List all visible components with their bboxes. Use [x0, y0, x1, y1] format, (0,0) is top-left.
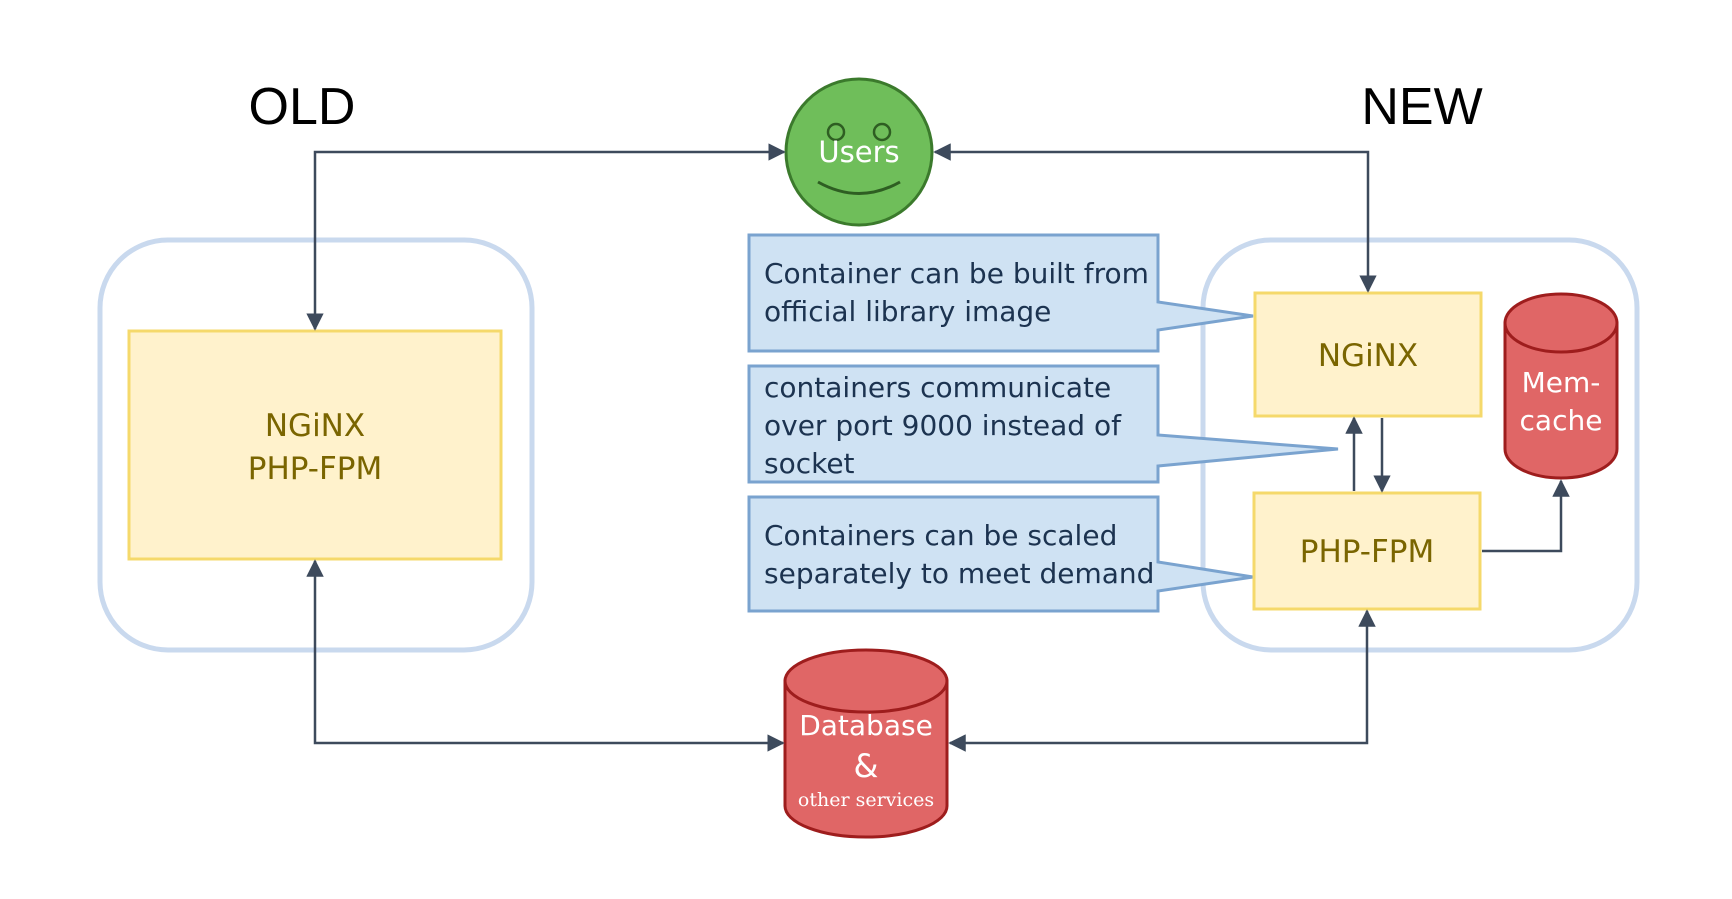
callout-3-shape	[747, 495, 1254, 613]
callout-2-line-2: over port 9000 instead of	[764, 409, 1122, 442]
new-phpfpm-box	[1252, 491, 1482, 611]
phpfpm-memcache-connector	[1482, 479, 1570, 553]
old-nginx-phpfpm-box	[127, 329, 503, 561]
new-phpfpm-label: PHP-FPM	[1300, 534, 1434, 570]
database-top	[783, 648, 949, 714]
old-users-connector	[306, 143, 786, 331]
database-label-line-1: Database	[799, 709, 933, 742]
callout-1-shape	[747, 233, 1254, 353]
users-node: Users	[784, 77, 934, 227]
callout-2-line-3: socket	[764, 447, 855, 480]
new-nginx-label: NGiNX	[1318, 338, 1418, 374]
callout-3-line-2: separately to meet demand	[764, 557, 1154, 590]
new-users-connector	[933, 143, 1377, 293]
users-label: Users	[818, 135, 899, 169]
callout-2-shape	[747, 364, 1339, 484]
database-label-line-2: &	[854, 747, 879, 785]
callout-1-line-1: Container can be built from	[764, 257, 1149, 290]
smiley-right-eye	[872, 122, 892, 142]
smiley-mouth	[817, 180, 901, 195]
database-label-line-3: other services	[798, 789, 934, 811]
memcache-label-line-1: Mem-	[1522, 366, 1601, 399]
callout-2-line-1: containers communicate	[764, 371, 1111, 404]
old-database-connector	[306, 559, 785, 752]
new-heading: NEW	[1361, 78, 1482, 136]
memcache-label-line-2: cache	[1520, 404, 1603, 437]
new-database-connector	[948, 609, 1376, 752]
callout-3-line-1: Containers can be scaled	[764, 519, 1117, 552]
memcache-body	[1503, 321, 1619, 480]
memcache-top	[1503, 292, 1619, 354]
old-heading: OLD	[249, 78, 356, 136]
callout-1-line-2: official library image	[764, 295, 1051, 328]
new-nginx-box	[1253, 291, 1483, 418]
database-cylinder: Database & other services	[783, 648, 949, 839]
database-body	[783, 679, 949, 839]
smiley-left-eye	[826, 122, 846, 142]
smiley-face-icon	[784, 77, 934, 227]
old-box-label-nginx: NGiNX	[265, 408, 365, 444]
old-box-label-phpfpm: PHP-FPM	[248, 451, 382, 487]
memcache-cylinder: Mem- cache	[1503, 292, 1619, 480]
